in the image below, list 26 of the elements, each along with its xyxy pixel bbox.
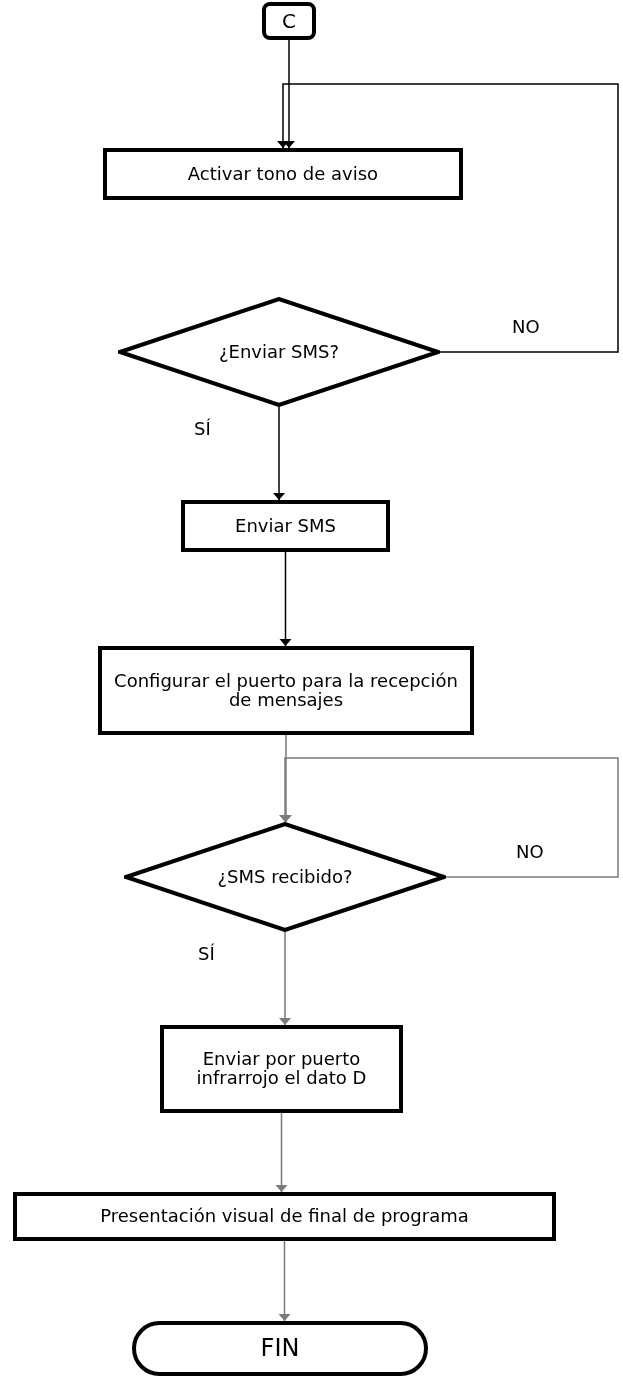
decision-diamond <box>124 822 446 932</box>
process-box <box>98 646 474 735</box>
arrow <box>273 406 285 501</box>
arrow <box>277 83 619 353</box>
node-text: ¿SMS recibido? <box>216 867 354 887</box>
arrow <box>279 757 619 878</box>
process-box <box>181 500 390 552</box>
arrow <box>283 39 295 149</box>
node-text: Configurar el puerto para la recepción de mensajes <box>113 671 459 710</box>
node-text: Enviar por puerto infrarrojo el dato D <box>195 1050 368 1088</box>
terminal-box <box>132 1321 428 1376</box>
node-text: Activar tono de aviso <box>186 164 380 184</box>
node-text: C <box>281 10 297 32</box>
arrow <box>275 1112 288 1193</box>
connector-box <box>262 2 316 40</box>
node-text: Presentación visual de final de programa <box>99 1207 470 1226</box>
decision-diamond <box>118 297 440 407</box>
node-text: Enviar SMS <box>234 516 337 536</box>
process-box <box>160 1025 403 1113</box>
process-box <box>13 1192 556 1241</box>
arrow <box>279 551 292 647</box>
node-text: ¿Enviar SMS? <box>217 342 341 362</box>
node-text: FIN <box>259 1335 301 1362</box>
arrow <box>278 1240 291 1322</box>
arrow <box>279 931 291 1026</box>
process-box <box>103 148 463 200</box>
